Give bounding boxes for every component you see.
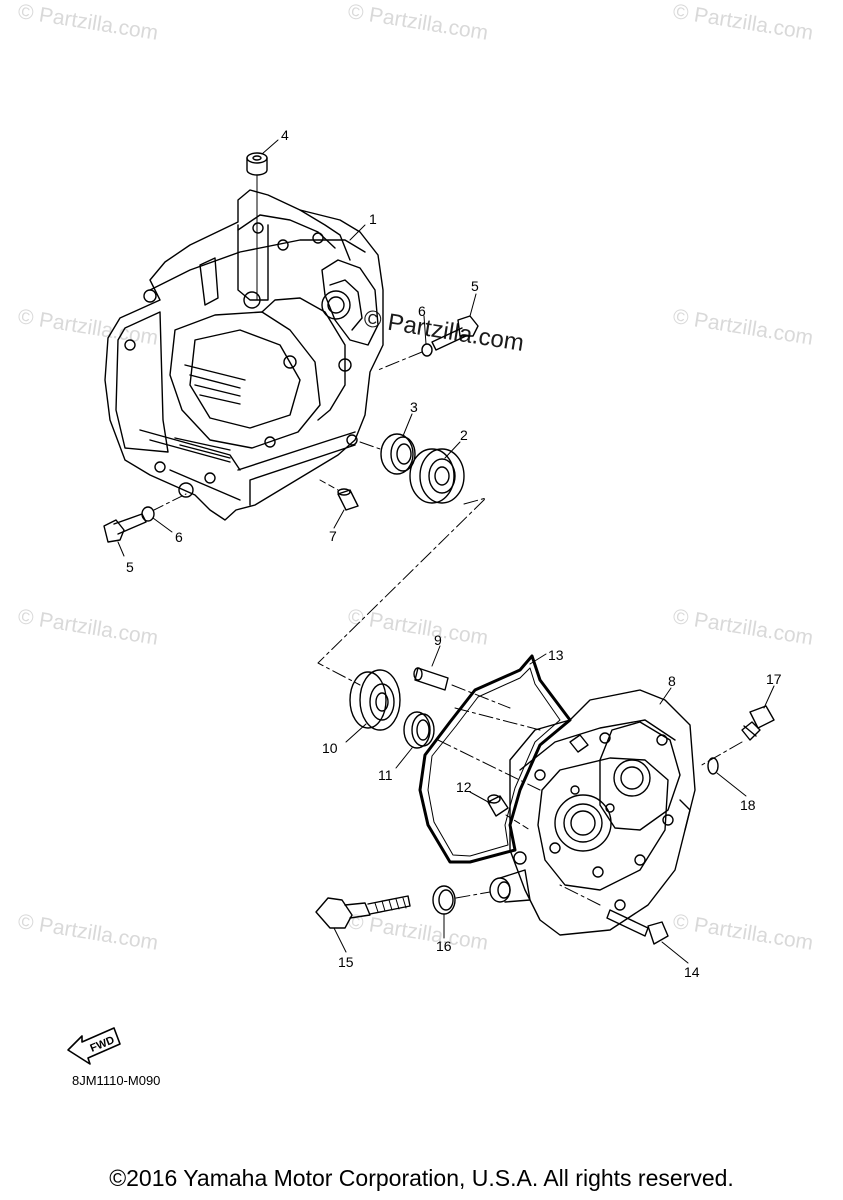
copyright-notice: ©2016 Yamaha Motor Corporation, U.S.A. A… <box>109 1165 734 1191</box>
callout-4: 4 <box>281 127 289 143</box>
part-10-bearing <box>349 669 401 731</box>
part-5-bolt-left <box>103 513 147 543</box>
part-11-oil-seal <box>403 711 435 749</box>
part-15-oil-dipstick <box>315 895 411 929</box>
part-5-bolt-right <box>431 315 479 351</box>
part-9-dowel-pin <box>413 667 449 691</box>
part-17-drain-plug <box>741 705 775 741</box>
callout-7: 7 <box>329 528 337 544</box>
callout-15: 15 <box>338 954 354 970</box>
part-6-washer-left <box>141 506 155 522</box>
callout-9: 9 <box>434 632 442 648</box>
callout-6-left: 6 <box>175 529 183 545</box>
part-13-gasket <box>418 654 572 864</box>
callout-16: 16 <box>436 938 452 954</box>
callout-3: 3 <box>410 399 418 415</box>
callout-5-left: 5 <box>126 559 134 575</box>
part-16-o-ring <box>432 885 456 915</box>
callout-11: 11 <box>378 767 393 783</box>
diagram-code: 8JM1110-M090 <box>72 1073 161 1088</box>
callout-10: 10 <box>322 740 338 756</box>
part-6-washer-right <box>421 343 433 357</box>
callout-5-right: 5 <box>471 278 479 294</box>
crankcase-right <box>509 689 696 936</box>
callout-8: 8 <box>668 673 676 689</box>
part-3-oil-seal <box>380 433 416 475</box>
callout-2: 2 <box>460 427 468 443</box>
callout-1: 1 <box>369 211 377 227</box>
part-12-dowel-pin <box>487 794 509 817</box>
callout-6-right: 6 <box>418 303 426 319</box>
fwd-arrow-icon <box>67 1027 121 1065</box>
callout-14: 14 <box>684 964 700 980</box>
part-2-bearing <box>409 448 465 504</box>
part-14-bolt <box>606 909 669 945</box>
crankcase-left <box>104 189 384 521</box>
callout-labels: 1 2 3 4 5 5 6 6 7 8 9 10 11 12 13 14 15 … <box>126 127 782 980</box>
callout-17: 17 <box>766 671 782 687</box>
part-4-dowel-sleeve <box>246 152 268 301</box>
callout-13: 13 <box>548 647 564 663</box>
callout-12: 12 <box>456 779 472 795</box>
part-7-dowel-pin <box>337 488 359 511</box>
callout-18: 18 <box>740 797 756 813</box>
filler-neck <box>489 869 531 903</box>
